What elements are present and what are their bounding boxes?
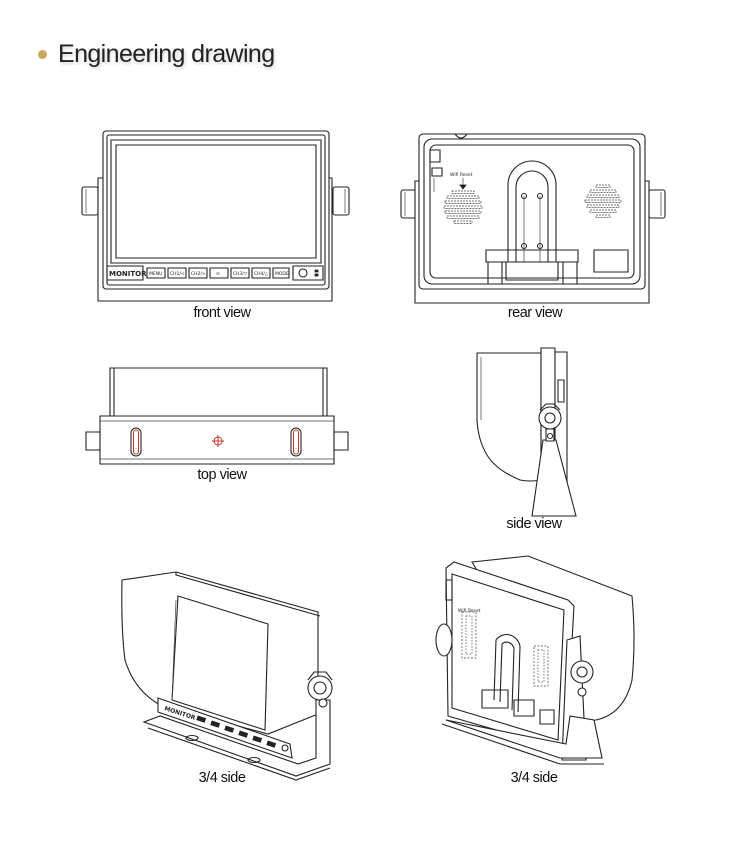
rear-speaker-grille-left: Wifi Reset bbox=[444, 172, 482, 224]
three-quarter-left-caption: 3/4 side bbox=[198, 770, 246, 786]
top-view-drawing bbox=[86, 368, 348, 464]
side-view-caption: side view bbox=[506, 516, 562, 532]
rear-view-caption: rear view bbox=[507, 305, 563, 321]
three-quarter-grille-right bbox=[534, 646, 548, 686]
svg-text:MENU: MENU bbox=[149, 271, 162, 277]
rear-speaker-grille-right bbox=[585, 185, 621, 218]
front-view-caption: front view bbox=[193, 305, 251, 321]
front-brand-label: MONITOR bbox=[109, 270, 147, 278]
rear-view-drawing: Wifi Reset bbox=[401, 134, 665, 303]
bullet-dot-icon bbox=[38, 50, 47, 59]
section-heading: Engineering drawing bbox=[38, 40, 275, 69]
front-button-row: MENU CH1/< CH2/> ⊙ CH3/▽ CH4/△ MODE bbox=[147, 266, 323, 280]
three-quarter-right-drawing: Wifi Reset bbox=[436, 556, 634, 764]
top-view-caption: top view bbox=[197, 467, 247, 483]
svg-text:CH2/>: CH2/> bbox=[191, 271, 206, 277]
svg-text:Wifi Reset: Wifi Reset bbox=[450, 172, 473, 178]
three-quarter-right-caption: 3/4 side bbox=[510, 770, 558, 786]
side-view-drawing bbox=[477, 348, 576, 516]
svg-text:⊙: ⊙ bbox=[216, 272, 220, 277]
svg-text:CH4/△: CH4/△ bbox=[254, 271, 269, 277]
heading-title: Engineering drawing bbox=[58, 40, 275, 68]
svg-text:Wifi Reset: Wifi Reset bbox=[458, 608, 481, 614]
svg-text:CH3/▽: CH3/▽ bbox=[233, 271, 248, 277]
svg-text:CH1/<: CH1/< bbox=[170, 271, 185, 277]
three-quarter-grille-left bbox=[462, 612, 476, 658]
front-view-drawing: MONITOR MENU CH1/< CH2/> ⊙ CH3/▽ CH4/△ M… bbox=[82, 131, 349, 301]
svg-text:MODE: MODE bbox=[275, 271, 289, 277]
three-quarter-left-drawing: MONITOR bbox=[122, 572, 332, 780]
